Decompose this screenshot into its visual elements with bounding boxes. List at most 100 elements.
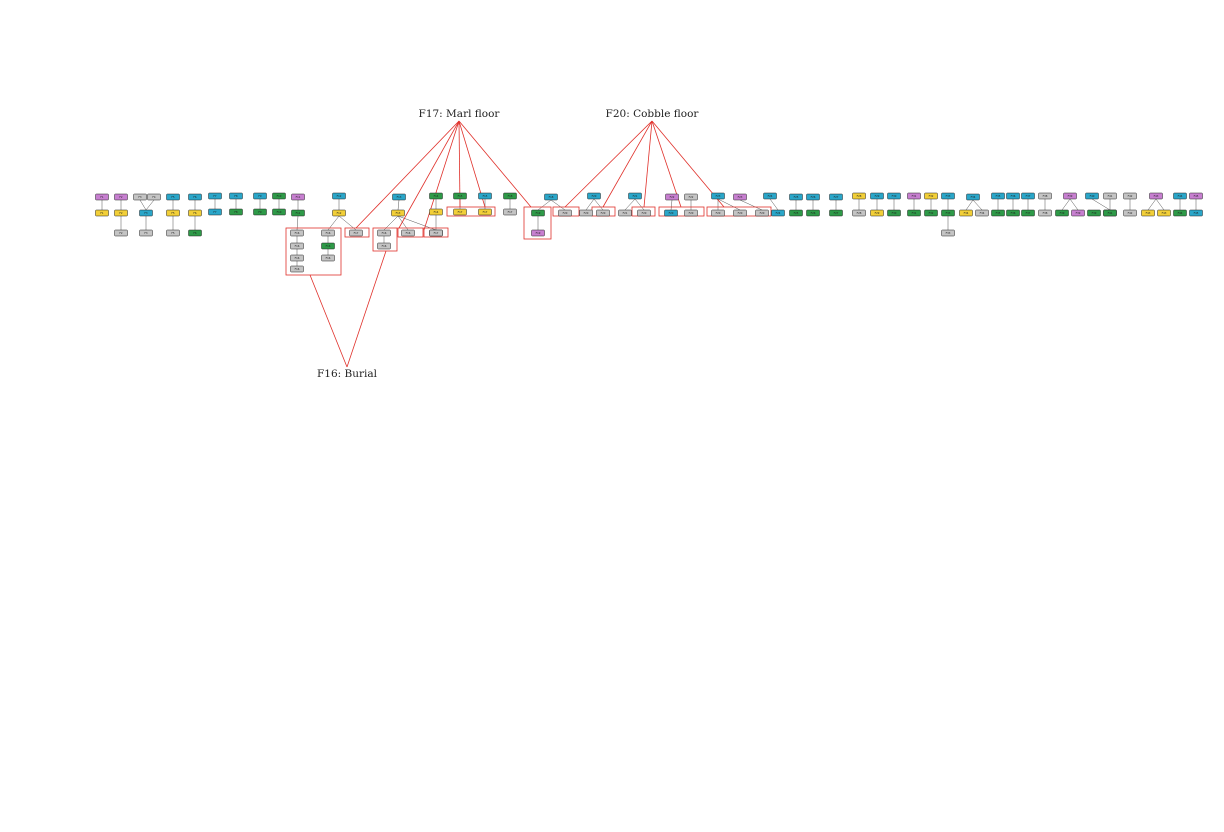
context-node-p27[interactable]: F31	[907, 192, 921, 200]
context-node-b6[interactable]: F9	[253, 192, 267, 200]
context-node-gr35[interactable]: F39	[1055, 209, 1069, 217]
context-node-g9c[interactable]: F17	[349, 229, 363, 237]
context-node-gr9[interactable]: F16	[321, 242, 335, 250]
context-node-y10[interactable]: F13	[391, 209, 405, 217]
context-node-g9a[interactable]: F16	[321, 229, 335, 237]
context-node-g34b[interactable]: F38	[1038, 209, 1052, 217]
context-node-gr3[interactable]: F6	[188, 229, 202, 237]
context-node-b32[interactable]: F36	[1006, 192, 1020, 200]
context-node-b21[interactable]: F25	[789, 193, 803, 201]
context-node-y39[interactable]: F43	[1141, 209, 1155, 217]
context-node-g9b[interactable]: F16	[321, 254, 335, 262]
context-node-g2[interactable]: F4	[147, 193, 161, 201]
context-node-y2[interactable]: F5	[166, 209, 180, 217]
context-node-b31[interactable]: F35	[991, 192, 1005, 200]
context-node-g19a[interactable]: F20	[711, 209, 725, 217]
context-node-g15[interactable]: F20	[558, 209, 572, 217]
context-node-g10d[interactable]: F16	[377, 242, 391, 250]
context-node-p39[interactable]: F43	[1149, 192, 1163, 200]
context-node-g17b[interactable]: F20	[637, 209, 651, 217]
context-node-p15[interactable]: F19	[531, 229, 545, 237]
context-node-g24[interactable]: F28	[852, 209, 866, 217]
context-node-y24[interactable]: F28	[852, 192, 866, 200]
context-node-g38[interactable]: F42	[1123, 192, 1137, 200]
context-node-b13[interactable]: F15	[478, 192, 492, 200]
context-node-g38b[interactable]: F42	[1123, 209, 1137, 217]
context-node-gr8d[interactable]: F16	[290, 265, 304, 273]
context-node-g19b[interactable]: F20	[733, 209, 747, 217]
context-node-g18b[interactable]: F20	[684, 209, 698, 217]
context-node-gr8a[interactable]: F16	[290, 229, 304, 237]
context-node-b9[interactable]: F12	[332, 192, 346, 200]
context-node-gr11[interactable]: F14	[429, 192, 443, 200]
context-node-y25[interactable]: F29	[870, 209, 884, 217]
context-node-b26[interactable]: F30	[887, 192, 901, 200]
context-node-b1c[interactable]: F3	[139, 229, 153, 237]
context-node-y12[interactable]: F17	[453, 208, 467, 216]
context-node-gr14[interactable]: F18	[503, 192, 517, 200]
context-node-g29[interactable]: F33	[941, 229, 955, 237]
context-node-gr15[interactable]: F19	[531, 209, 545, 217]
context-node-gr33[interactable]: F37	[1021, 209, 1035, 217]
context-node-g11[interactable]: F17	[429, 229, 443, 237]
context-node-gr8[interactable]: F11	[291, 209, 305, 217]
context-node-b10[interactable]: F13	[392, 193, 406, 201]
context-node-g10b[interactable]: F16	[401, 229, 415, 237]
context-node-g14[interactable]: F17	[503, 208, 517, 216]
context-node-gr6[interactable]: F9	[253, 208, 267, 216]
context-node-y39b[interactable]: F43	[1157, 209, 1171, 217]
context-node-p19[interactable]: F23	[733, 193, 747, 201]
context-node-gr40[interactable]: F44	[1173, 209, 1187, 217]
context-node-g30[interactable]: F34	[975, 209, 989, 217]
context-node-gr37[interactable]: F41	[1103, 209, 1117, 217]
context-node-p2b[interactable]: F2	[114, 209, 128, 217]
context-node-b15[interactable]: F18	[544, 193, 558, 201]
context-node-gr21[interactable]: F25	[789, 209, 803, 217]
context-node-b25[interactable]: F29	[870, 192, 884, 200]
context-node-gr31[interactable]: F35	[991, 209, 1005, 217]
context-node-g1[interactable]: F3	[133, 193, 147, 201]
context-node-gr32[interactable]: F36	[1006, 209, 1020, 217]
context-node-b23[interactable]: F27	[829, 193, 843, 201]
context-node-gr29[interactable]: F33	[941, 209, 955, 217]
context-node-b1[interactable]: F3	[139, 209, 153, 217]
context-node-g10a[interactable]: F16	[377, 229, 391, 237]
context-node-y30[interactable]: F34	[959, 209, 973, 217]
context-node-g17a[interactable]: F21	[618, 209, 632, 217]
context-node-b18[interactable]: F20	[664, 209, 678, 217]
context-node-p1[interactable]: F1	[95, 193, 109, 201]
context-node-b4[interactable]: F7	[208, 192, 222, 200]
context-node-b17[interactable]: F21	[628, 192, 642, 200]
context-node-p1b[interactable]: F1	[95, 209, 109, 217]
context-node-y28[interactable]: F32	[924, 192, 938, 200]
context-node-gr23[interactable]: F27	[829, 209, 843, 217]
context-node-y9[interactable]: F12	[332, 209, 346, 217]
context-node-b29[interactable]: F33	[941, 192, 955, 200]
context-node-gr28[interactable]: F32	[924, 209, 938, 217]
context-node-b36[interactable]: F40	[1085, 192, 1099, 200]
context-node-g19c[interactable]: F20	[755, 209, 769, 217]
context-node-b4b[interactable]: F7	[208, 208, 222, 216]
context-node-g16a[interactable]: F20	[579, 209, 593, 217]
context-node-p35b[interactable]: F39	[1071, 209, 1085, 217]
context-node-p2[interactable]: F2	[114, 193, 128, 201]
context-node-b16[interactable]: F20	[587, 192, 601, 200]
context-node-g16b[interactable]: F20	[596, 209, 610, 217]
context-node-p18[interactable]: F22	[665, 193, 679, 201]
context-node-b2[interactable]: F5	[166, 193, 180, 201]
context-node-b19[interactable]: F23	[711, 192, 725, 200]
context-node-g37[interactable]: F41	[1103, 192, 1117, 200]
context-node-p41[interactable]: F45	[1189, 192, 1203, 200]
context-node-b22[interactable]: F26	[806, 193, 820, 201]
context-node-b40[interactable]: F44	[1173, 192, 1187, 200]
context-node-y2c[interactable]: F5	[166, 229, 180, 237]
context-node-b33[interactable]: F37	[1021, 192, 1035, 200]
context-node-b30[interactable]: F34	[966, 193, 980, 201]
context-node-y13[interactable]: F17	[478, 208, 492, 216]
context-node-gr12[interactable]: F15	[453, 192, 467, 200]
context-node-b41[interactable]: F45	[1189, 209, 1203, 217]
context-node-gr7b[interactable]: F10	[272, 208, 286, 216]
context-node-y3[interactable]: F6	[188, 209, 202, 217]
context-node-gr22[interactable]: F26	[806, 209, 820, 217]
context-node-p2c[interactable]: F2	[114, 229, 128, 237]
